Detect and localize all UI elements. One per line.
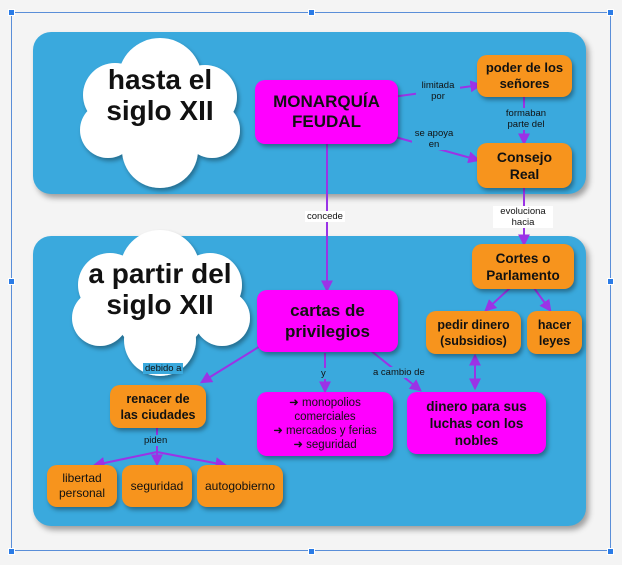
cloud-top-shape	[80, 38, 240, 188]
cloud-top-text: hasta el siglo XII	[106, 64, 214, 126]
node-monarquia-feudal-label: MONARQUÍA FEUDAL	[273, 92, 380, 131]
resize-handle-top-center[interactable]	[308, 9, 315, 16]
privilegio-mercados: ➜ mercados y ferias	[273, 425, 377, 437]
privilegio-seguridad: ➜ seguridad	[293, 439, 357, 451]
node-cartas-privilegios[interactable]: cartas de privilegios	[257, 290, 398, 352]
node-autogobierno[interactable]: autogobierno	[197, 465, 283, 507]
resize-handle-middle-right[interactable]	[607, 278, 614, 285]
link-cortes-leyes	[533, 287, 552, 312]
label-piden: piden	[142, 435, 170, 446]
cloud-bottom-shape	[72, 230, 250, 376]
node-hacer-leyes[interactable]: hacer leyes	[527, 311, 582, 354]
node-dinero-luchas-label: dinero para sus luchas con los nobles	[426, 398, 527, 448]
node-cartas-privilegios-label: cartas de privilegios	[284, 301, 371, 341]
node-cortes-parlamento[interactable]: Cortes o Parlamento	[472, 244, 574, 289]
label-se-apoya-en: se apoya en	[412, 128, 456, 150]
label-limitada-por: limitada por	[416, 80, 460, 102]
node-libertad-personal[interactable]: libertad personal	[47, 465, 117, 507]
selection-frame[interactable]	[11, 12, 611, 551]
node-dinero-luchas[interactable]: dinero para sus luchas con los nobles	[407, 392, 546, 454]
resize-handle-bottom-center[interactable]	[308, 548, 315, 555]
label-y: y	[319, 368, 328, 379]
node-renacer-ciudades-label: renacer de las ciudades	[120, 391, 196, 422]
label-evoluciona-hacia: evoluciona hacia	[493, 206, 553, 228]
node-cortes-parlamento-label: Cortes o Parlamento	[486, 250, 560, 283]
node-consejo-real[interactable]: Consejo Real	[477, 143, 572, 188]
resize-handle-top-right[interactable]	[607, 9, 614, 16]
node-libertad-personal-label: libertad personal	[58, 471, 106, 500]
node-poder-senores[interactable]: poder de los señores	[477, 55, 572, 97]
label-formaban-parte: formaban parte del	[500, 108, 552, 130]
node-privilegios-lista[interactable]: ➜ monopolios comerciales ➜ mercados y fe…	[257, 392, 393, 456]
node-renacer-ciudades[interactable]: renacer de las ciudades	[110, 385, 206, 428]
resize-handle-bottom-right[interactable]	[607, 548, 614, 555]
link-cortes-pedir	[484, 287, 511, 312]
resize-handle-middle-left[interactable]	[8, 278, 15, 285]
privilegio-monopolios: ➜ monopolios comerciales	[289, 397, 361, 423]
label-concede: concede	[305, 211, 345, 222]
node-monarquia-feudal[interactable]: MONARQUÍA FEUDAL	[255, 80, 398, 144]
label-a-cambio-de: a cambio de	[371, 367, 427, 378]
node-seguridad-label: seguridad	[130, 479, 184, 493]
node-poder-senores-label: poder de los señores	[485, 60, 564, 91]
label-debido-a: debido a	[143, 363, 184, 374]
resize-handle-top-left[interactable]	[8, 9, 15, 16]
node-autogobierno-label: autogobierno	[204, 479, 276, 493]
node-pedir-dinero[interactable]: pedir dinero (subsidios)	[426, 311, 521, 354]
node-consejo-real-label: Consejo Real	[496, 148, 553, 182]
link-piden-libertad	[92, 451, 158, 469]
node-hacer-leyes-label: hacer leyes	[537, 317, 572, 348]
node-pedir-dinero-label: pedir dinero (subsidios)	[437, 317, 510, 348]
resize-handle-bottom-left[interactable]	[8, 548, 15, 555]
cloud-bottom-text: a partir del siglo XII	[88, 258, 232, 320]
link-piden-autogobierno	[156, 451, 228, 470]
node-seguridad[interactable]: seguridad	[122, 465, 192, 507]
